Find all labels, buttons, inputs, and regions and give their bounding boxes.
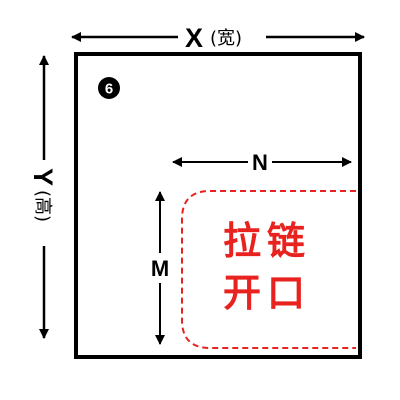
height-label: (高) [32,190,53,222]
zipper-text-line1: 拉链 [223,219,311,263]
product-outline [74,52,362,359]
width-dimension: X (宽) [71,23,365,53]
width-letter: X [185,23,203,53]
n-dimension: N [172,150,352,175]
zipper-text-line2: 开口 [223,271,311,315]
zipper-opening-outline [181,190,356,349]
height-dimension: Y (高) [28,55,58,339]
width-label: (宽) [210,28,242,49]
m-dimension: M [151,191,169,345]
n-label: N [252,150,268,175]
height-letter: Y [28,168,58,186]
badge-number-text: 6 [105,81,113,98]
m-label: M [151,256,169,281]
badge-number-6: 6 [98,77,120,99]
